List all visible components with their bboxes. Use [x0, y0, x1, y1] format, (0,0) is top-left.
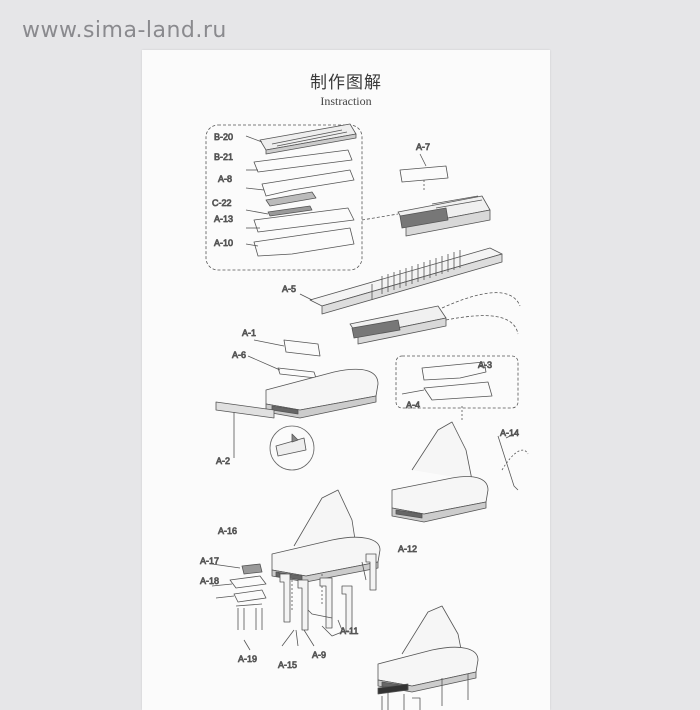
assembly-diagram: B-20 B-21 A-8 C-22 A-13 A-10 A-7 A-5 A-1… — [200, 123, 529, 710]
label-a15: A-15 — [278, 660, 297, 670]
label-a19: A-19 — [238, 654, 257, 664]
label-a12: A-12 — [398, 544, 417, 554]
step4-box — [395, 355, 519, 409]
label-b20: B-20 — [214, 132, 233, 142]
label-a1: A-1 — [242, 328, 256, 338]
label-c22: C-22 — [212, 198, 232, 208]
keyboard-assembly-illustration — [361, 153, 491, 237]
label-a8: A-8 — [218, 174, 232, 184]
label-a10: A-10 — [214, 238, 233, 248]
label-a17: A-17 — [200, 556, 219, 566]
side-panel-illustration — [299, 247, 521, 345]
label-a18: A-18 — [200, 576, 219, 586]
label-a9: A-9 — [312, 650, 326, 660]
layer-stack-illustration — [245, 123, 357, 257]
watermark: www.sima-land.ru — [22, 18, 227, 43]
label-a6: A-6 — [232, 350, 246, 360]
label-b21: B-21 — [214, 152, 233, 162]
label-a16: A-16 — [218, 526, 237, 536]
page-title: 制作图解 — [310, 73, 382, 93]
legs-illustration — [279, 553, 377, 647]
step1-box — [205, 124, 363, 271]
pedal-parts-illustration — [211, 563, 267, 651]
piano-with-legs-illustration — [271, 489, 381, 610]
label-a14: A-14 — [500, 428, 519, 438]
label-a13: A-13 — [214, 214, 233, 224]
label-a4: A-4 — [406, 400, 420, 410]
label-a7: A-7 — [416, 142, 430, 152]
completed-piano-illustration — [377, 605, 479, 710]
instruction-sheet: 制作图解 Instraction — [142, 50, 550, 710]
piano-case-illustration — [215, 339, 379, 471]
lid-illustration — [401, 361, 493, 422]
label-a3: A-3 — [478, 360, 492, 370]
label-a2: A-2 — [216, 456, 230, 466]
open-piano-illustration — [391, 421, 529, 523]
label-a5: A-5 — [282, 284, 296, 294]
label-a11: A-11 — [340, 626, 358, 636]
page-subtitle: Instraction — [320, 94, 372, 108]
part-labels: B-20 B-21 A-8 C-22 A-13 A-10 A-7 A-5 A-1… — [200, 132, 520, 671]
